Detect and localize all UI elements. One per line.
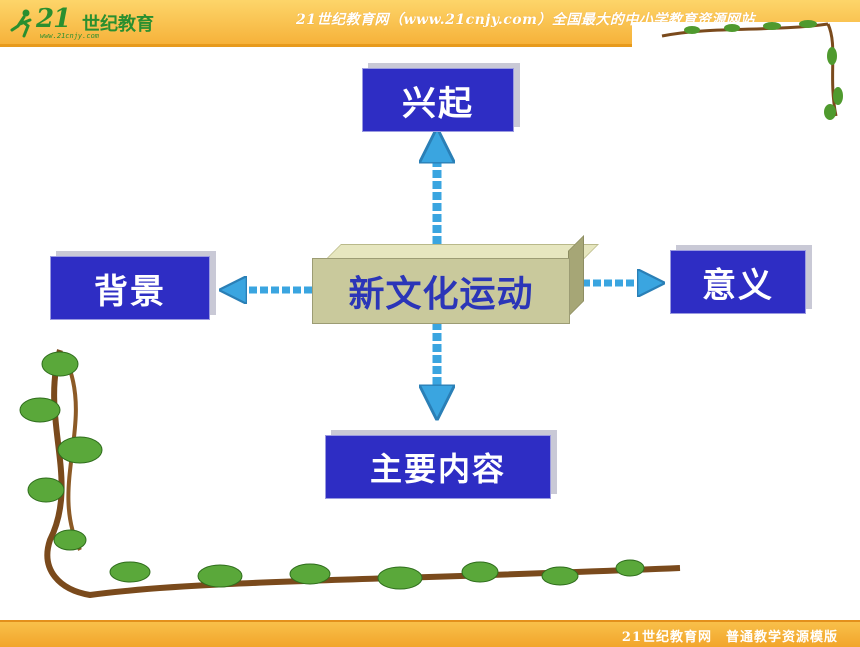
runner-icon xyxy=(10,9,32,38)
logo-number: 21 xyxy=(36,4,71,34)
footer-bar: 21世纪教育网 普通教学资源模版 xyxy=(0,620,860,647)
node-center: 新文化运动 xyxy=(312,258,570,324)
footer-text: 21世纪教育网 普通教学资源模版 xyxy=(621,630,838,645)
node-bottom: 主要内容 xyxy=(325,435,551,499)
corner-panel xyxy=(632,22,860,162)
logo-text: 世纪教育 xyxy=(82,14,154,35)
node-left: 背景 xyxy=(50,256,210,320)
node-right: 意义 xyxy=(670,250,806,314)
vine-decoration-left xyxy=(19,349,681,599)
node-top: 兴起 xyxy=(362,68,514,132)
logo: 21 世纪教育 www.21cnjy.com xyxy=(6,2,196,42)
vine-decoration-top-right xyxy=(661,20,843,120)
logo-url: www.21cnjy.com xyxy=(40,32,100,40)
